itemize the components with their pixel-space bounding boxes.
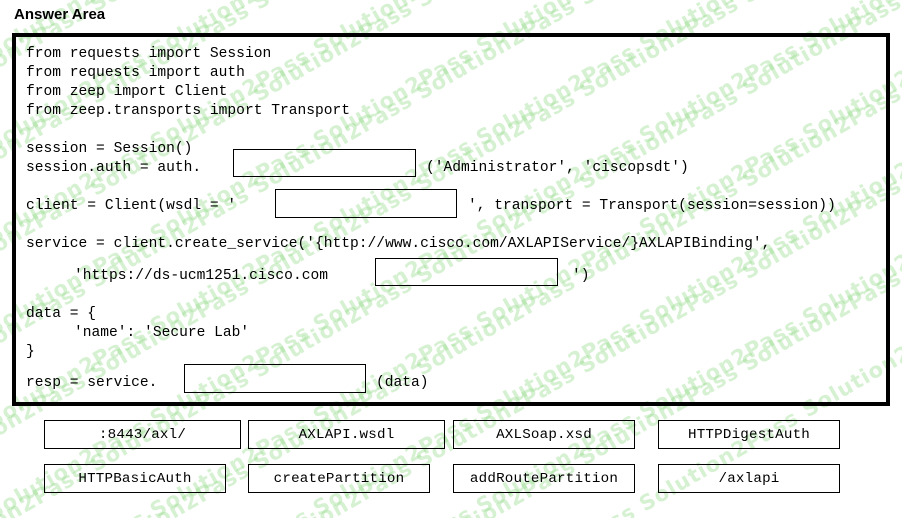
code-line: resp = service. [26,375,158,391]
answer-option-label: /axlapi [718,470,780,487]
code-line: from requests import Session [26,46,272,62]
answer-option-label: HTTPBasicAuth [78,470,192,487]
code-line: ('Administrator', 'ciscopsdt') [426,160,689,176]
answer-option-tile[interactable]: /axlapi [658,464,840,493]
answer-option-tile[interactable]: AXLAPI.wsdl [248,420,445,449]
answer-option-tile[interactable]: HTTPDigestAuth [658,420,840,449]
code-line: ') [572,268,590,284]
blank-service-method[interactable] [184,364,366,393]
code-line: (data) [376,375,429,391]
code-line: session.auth = auth. [26,160,202,176]
watermark-text: Solution2Pass Solution2Pass Solution2Pas… [0,0,902,21]
answer-option-tile[interactable]: :8443/axl/ [44,420,241,449]
code-block: from requests import Session from request… [16,37,886,402]
answer-option-label: AXLAPI.wsdl [298,426,395,443]
blank-auth-method[interactable] [233,149,416,177]
code-line: 'name': 'Secure Lab' [74,325,250,341]
blank-wsdl-url[interactable] [275,189,457,218]
answer-option-label: :8443/axl/ [98,426,187,443]
code-line: from zeep import Client [26,84,228,100]
answer-option-label: AXLSoap.xsd [496,426,592,443]
page-title: Answer Area [14,6,106,23]
answer-option-tile[interactable]: addRoutePartition [453,464,635,493]
answer-option-label: HTTPDigestAuth [688,426,810,443]
code-line: client = Client(wsdl = ' [26,198,237,214]
answer-option-label: addRoutePartition [469,470,619,487]
code-line: 'https://ds-ucm1251.cisco.com [74,268,328,284]
code-line: data = { [26,306,97,322]
code-line: service = client.create_service('{http:/… [26,236,771,252]
code-line: session = Session() [26,141,193,157]
code-line: from requests import auth [26,65,245,81]
answer-area-frame: from requests import Session from request… [12,33,890,406]
answer-option-tile[interactable]: HTTPBasicAuth [44,464,226,493]
answer-option-label: createPartition [273,470,405,487]
answer-option-tile[interactable]: createPartition [248,464,430,493]
code-line: ', transport = Transport(session=session… [468,198,836,214]
code-line: } [26,344,35,360]
answer-option-tile[interactable]: AXLSoap.xsd [453,420,635,449]
blank-service-path[interactable] [375,258,558,286]
code-line: from zeep.transports import Transport [26,103,351,119]
